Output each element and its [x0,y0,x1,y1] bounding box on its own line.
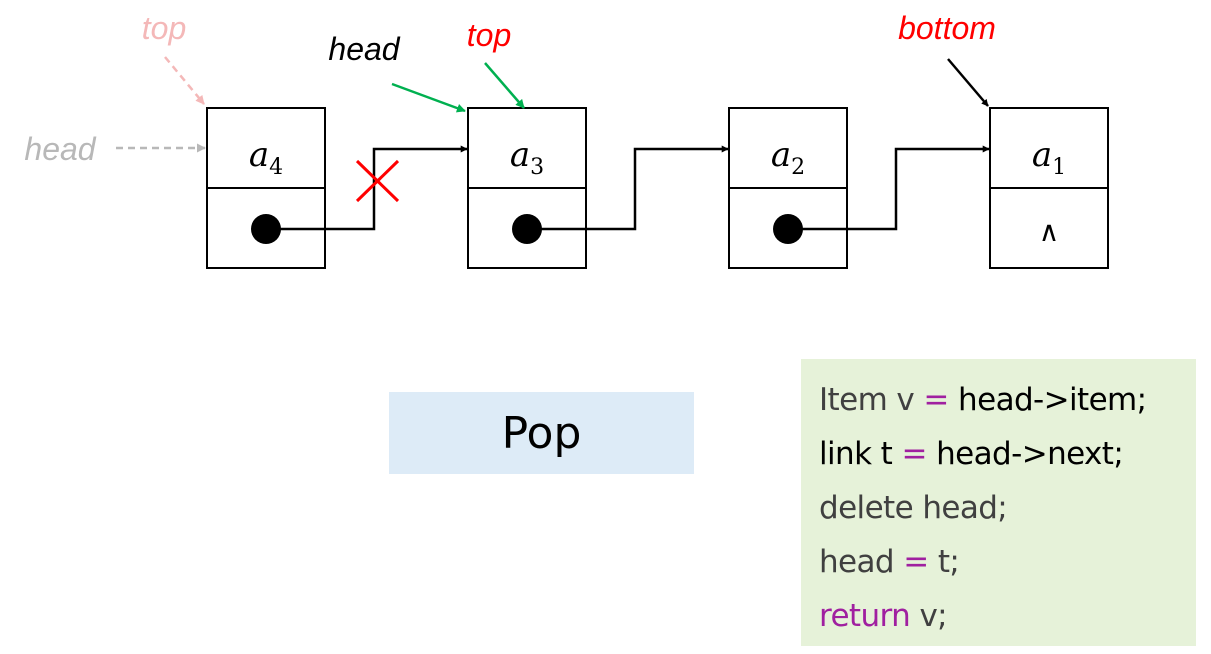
code-lines: Item v = head->item;link t = head->next;… [819,373,1196,643]
node-value: a1 [1032,135,1066,180]
removed-link-cross-icon [355,159,400,203]
node-a4: a4 [206,107,326,269]
bottom-label: bottom [898,10,996,46]
link-arrow-a2-a1 [788,145,990,231]
code-token: return [819,598,911,634]
old-top-arrow [164,56,205,105]
code-block: Item v = head->item;link t = head->next;… [801,359,1196,646]
code-line: delete head; [819,481,1196,535]
code-token: = [903,544,929,580]
operation-label: Pop [501,407,582,459]
code-line: return v; [819,589,1196,643]
bottom-arrow [947,58,989,107]
code-token: = [901,436,928,472]
new-top-arrow [484,62,525,109]
node-value: a3 [510,135,544,180]
link-arrow-a3-a2 [527,145,729,231]
node-a1: a1 ∧ [989,107,1109,269]
new-head-arrow [391,82,466,113]
new-top-label: top [467,17,511,53]
node-a2: a2 [728,107,848,269]
code-token: head->next; [926,436,1124,472]
operation-title: Pop [389,392,694,474]
null-symbol: ∧ [1039,215,1060,248]
node-a3: a3 [467,107,587,269]
code-token: t; [928,544,960,580]
old-top-label: top [142,10,186,46]
code-token: head [819,544,904,580]
old-head-label: head [24,131,96,167]
code-line: link t = head->next; [819,427,1196,481]
code-token: v; [910,598,948,634]
code-token: delete head; [819,490,1008,526]
node-value: a4 [249,135,283,180]
code-token: link t [819,436,902,472]
node-value: a2 [771,135,805,180]
code-line: Item v = head->item; [819,373,1196,427]
code-token: = [923,382,949,418]
link-arrow-a4-a3 [266,145,468,231]
code-line: head = t; [819,535,1196,589]
code-token: Item v [819,382,924,418]
new-head-label: head [328,31,400,67]
code-token: head->item; [948,382,1147,418]
